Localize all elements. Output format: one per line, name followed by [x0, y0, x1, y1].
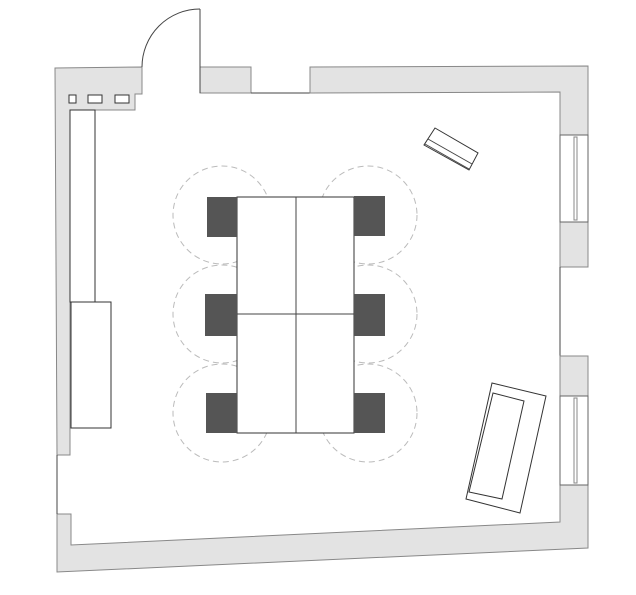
chair — [354, 294, 385, 336]
window-upper — [559, 134, 589, 223]
outlet — [114, 94, 130, 104]
chair — [207, 197, 237, 237]
cabinet-narrow — [69, 109, 96, 303]
cabinet-wide — [70, 301, 112, 429]
wall-top-left — [54, 66, 143, 456]
wall-right-pier — [559, 221, 589, 268]
window-lower — [559, 395, 589, 486]
outlet — [68, 94, 77, 104]
chair — [354, 393, 385, 433]
bench — [423, 127, 479, 171]
wall-top-middle — [199, 66, 252, 94]
wall-right-pier — [559, 355, 589, 397]
chair — [354, 196, 385, 236]
desk-cluster — [236, 196, 355, 434]
chair — [205, 294, 237, 336]
outlet — [87, 94, 103, 104]
chair — [206, 393, 237, 433]
sofa — [465, 382, 547, 514]
door[interactable] — [141, 8, 201, 93]
